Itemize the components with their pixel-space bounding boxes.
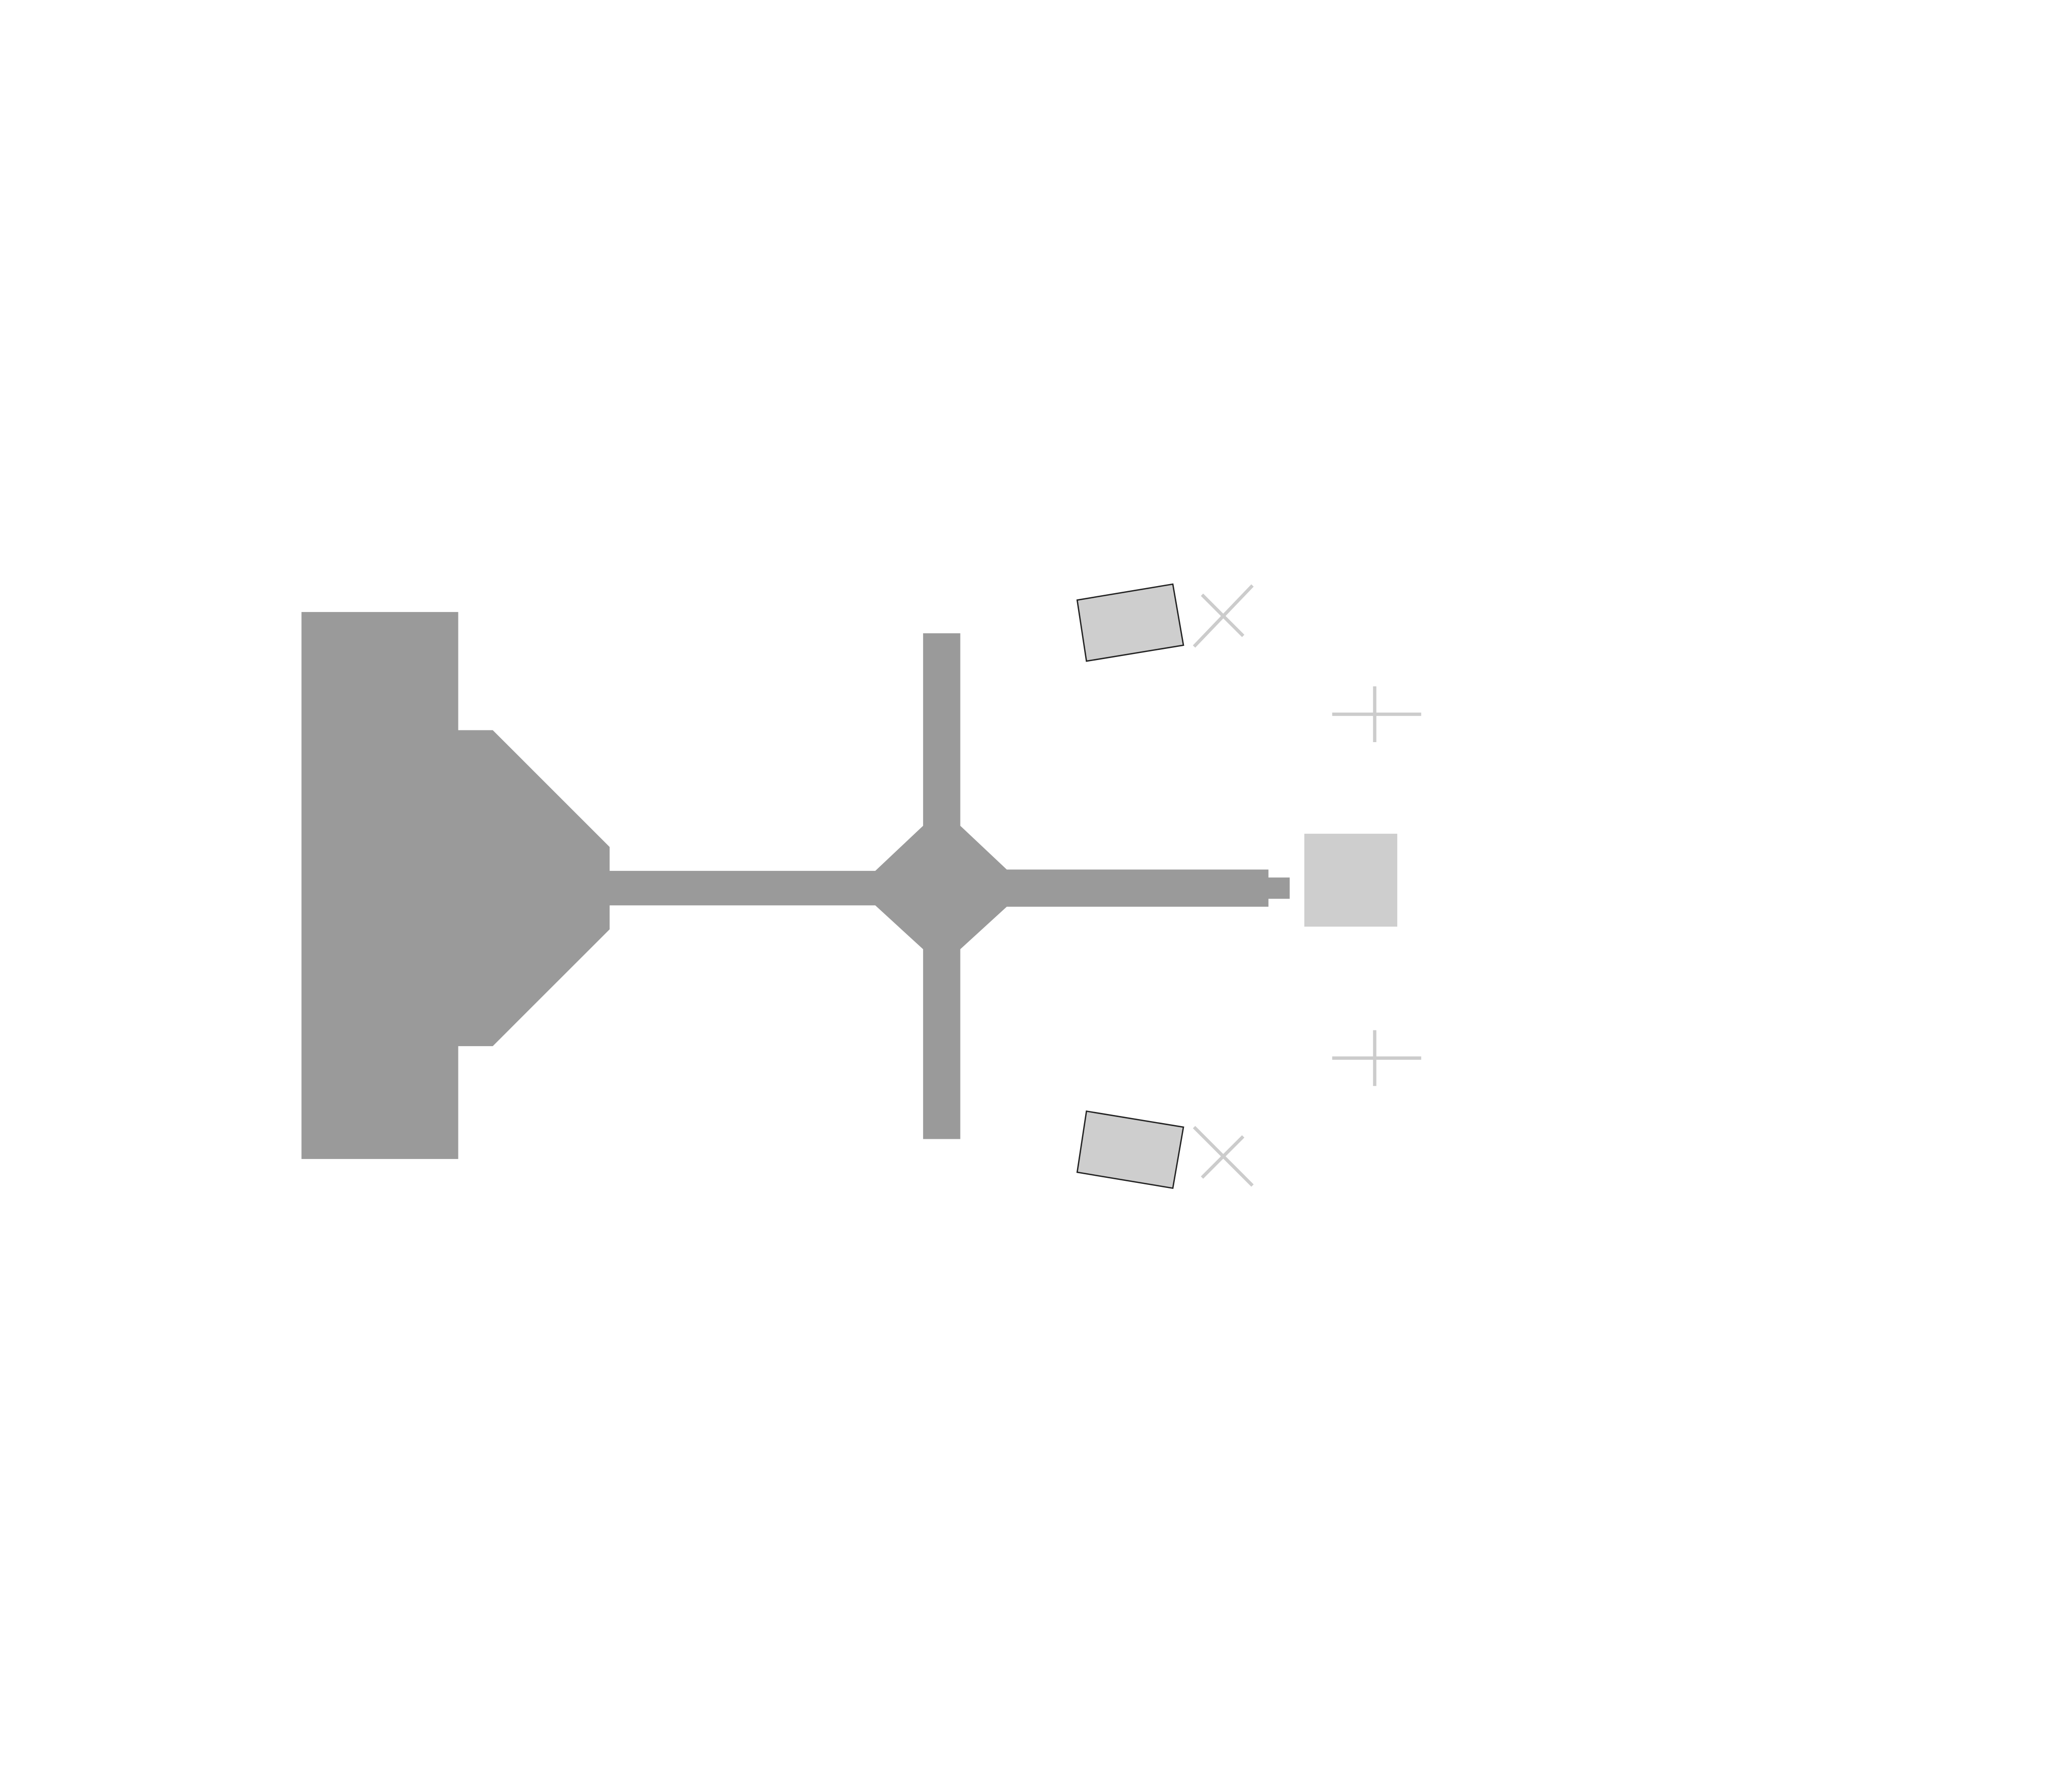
large-base-block: [301, 612, 1290, 1159]
lower-x-marker-stroke-2: [1201, 1135, 1245, 1179]
secondary-elements: [1076, 583, 1398, 1189]
markers: [1193, 584, 1422, 1187]
upper-tilted-plate: [1076, 583, 1184, 662]
lower-tilted-plate: [1076, 1110, 1184, 1189]
upper-x-marker-stroke-2: [1201, 593, 1245, 637]
square-target: [1304, 833, 1398, 927]
main-structure: [301, 612, 1290, 1159]
